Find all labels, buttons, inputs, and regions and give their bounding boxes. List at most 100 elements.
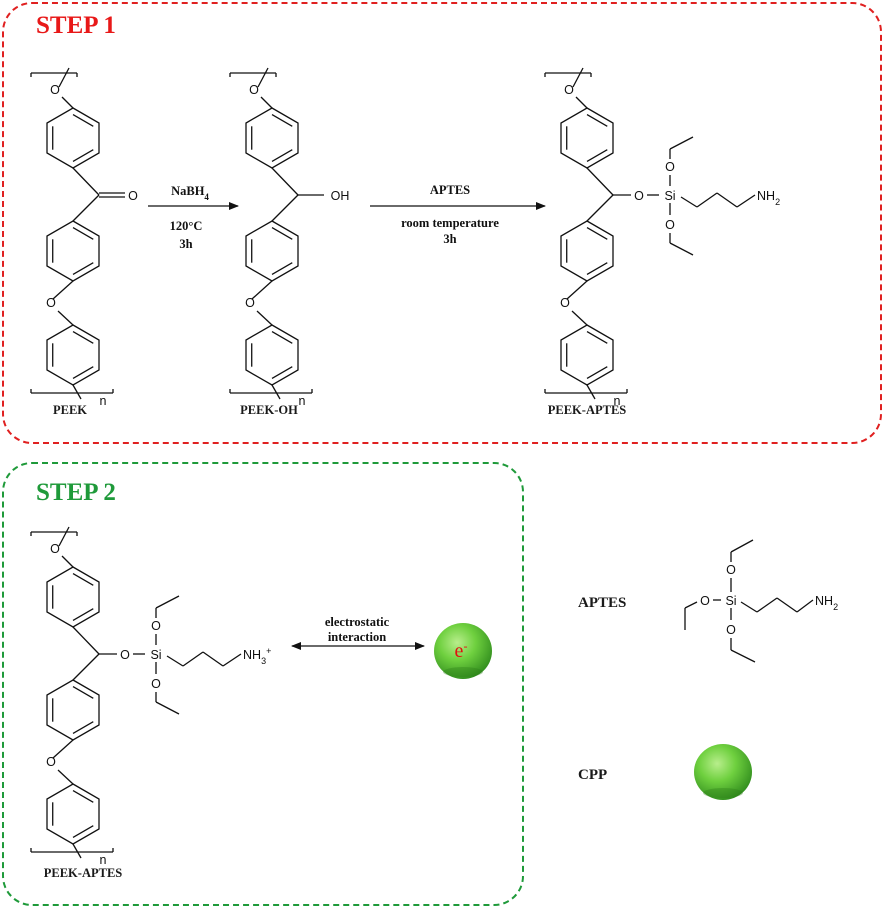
bond — [72, 608, 94, 621]
repeat-unit-n: n — [299, 394, 306, 408]
bond — [586, 331, 608, 344]
bond — [730, 649, 756, 663]
amine-group: NH3+ — [243, 646, 271, 666]
bond — [736, 194, 756, 208]
bond — [271, 366, 293, 379]
label-peek-aptes-1: PEEK-APTES — [548, 403, 627, 417]
bond — [61, 96, 74, 109]
oxygen-atom: O — [151, 677, 161, 691]
bond — [182, 651, 204, 667]
silicon-atom: Si — [664, 189, 675, 203]
bond — [586, 114, 608, 127]
cpp-sphere — [694, 744, 752, 800]
bond — [586, 262, 608, 275]
condition-time-2: 3h — [443, 232, 456, 246]
bond — [72, 843, 82, 859]
condition-time-1: 3h — [179, 237, 192, 251]
bond — [271, 331, 293, 344]
bond — [669, 136, 694, 150]
bond — [72, 194, 100, 222]
repeat-unit-n: n — [614, 394, 621, 408]
bond — [72, 262, 94, 275]
oxygen-atom: O — [665, 160, 675, 174]
oxygen-atom: O — [726, 563, 736, 577]
bond — [271, 384, 281, 400]
bond — [166, 655, 184, 667]
step1-title: STEP 1 — [36, 12, 116, 39]
bond — [72, 331, 94, 344]
bond — [61, 555, 74, 568]
legend-aptes-label: APTES — [578, 595, 626, 611]
benzene-ring — [245, 107, 299, 169]
oxygen-atom: O — [151, 619, 161, 633]
bond — [251, 280, 273, 300]
benzene-ring — [46, 679, 100, 741]
bond — [72, 114, 94, 127]
benzene-ring — [46, 783, 100, 845]
bond — [72, 167, 100, 196]
bond — [202, 651, 224, 667]
silicon-atom: Si — [150, 648, 161, 662]
condition-temperature: 120°C — [170, 219, 203, 233]
oxygen-atom: O — [726, 623, 736, 637]
bond — [684, 601, 698, 609]
bond — [740, 601, 758, 613]
bond — [72, 366, 94, 379]
bond — [730, 539, 754, 553]
legend-cpp-label: CPP — [578, 767, 607, 783]
benzene-ring — [46, 107, 100, 169]
label-peek: PEEK — [53, 403, 87, 417]
benzene-ring — [46, 220, 100, 282]
bond — [716, 192, 738, 208]
bond — [260, 96, 273, 109]
benzene-ring — [560, 107, 614, 169]
oxygen-atom: O — [634, 189, 644, 203]
condition-room-temperature: room temperature — [401, 216, 499, 230]
oxygen-atom: O — [700, 594, 710, 608]
bond — [155, 595, 180, 609]
bond — [72, 790, 94, 803]
bond — [72, 384, 82, 400]
oxygen-atom: O — [46, 296, 56, 310]
repeat-unit-n: n — [100, 853, 107, 867]
bond — [586, 227, 608, 240]
oxygen-atom: O — [249, 83, 259, 97]
reagent-nabh4: NaBH4 — [171, 184, 209, 202]
bond — [72, 721, 94, 734]
bond — [586, 384, 596, 400]
bond — [271, 114, 293, 127]
bond — [72, 573, 94, 586]
repeat-unit-n: n — [100, 394, 107, 408]
bond — [586, 167, 614, 196]
silicon-atom: Si — [725, 594, 736, 608]
oxygen-atom: O — [50, 83, 60, 97]
reagent-aptes: APTES — [430, 183, 470, 197]
bond — [52, 280, 74, 300]
amine-group: NH2 — [815, 594, 838, 612]
peek-structure: O O On — [30, 67, 138, 408]
benzene-ring — [245, 220, 299, 282]
bond — [271, 227, 293, 240]
bond — [571, 310, 588, 326]
bond — [776, 597, 798, 613]
oxygen-atom: O — [50, 542, 60, 556]
oxygen-atom: O — [128, 189, 138, 203]
bond — [680, 196, 698, 208]
oxygen-atom: O — [665, 218, 675, 232]
bond — [72, 626, 100, 655]
bond — [586, 194, 614, 222]
bond — [72, 825, 94, 838]
benzene-ring — [560, 220, 614, 282]
bond — [575, 96, 588, 109]
hydroxyl-group: OH — [331, 189, 350, 203]
oxygen-atom: O — [560, 296, 570, 310]
benzene-ring — [46, 566, 100, 628]
bond — [696, 192, 718, 208]
bond — [57, 310, 74, 326]
bond — [566, 280, 588, 300]
bond — [586, 149, 608, 162]
bond — [572, 67, 584, 88]
